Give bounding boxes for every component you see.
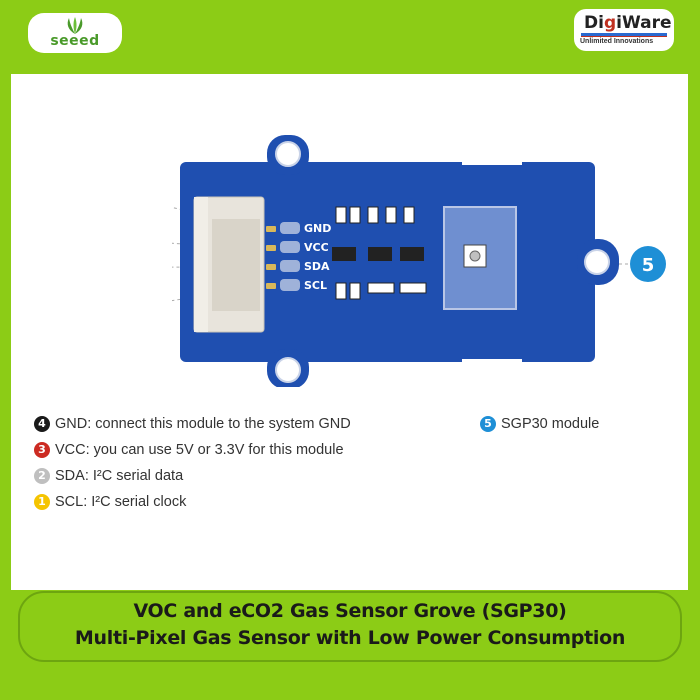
legend-item-gnd: 4 GND: connect this module to the system… bbox=[34, 416, 351, 432]
pin-label-sda: SDA bbox=[304, 260, 330, 273]
digiware-brand: DigiWare bbox=[584, 13, 672, 33]
banner-line-1: VOC and eCO2 Gas Sensor Grove (SGP30) bbox=[133, 600, 567, 622]
legend-item-sgp30: 5 SGP30 module bbox=[480, 416, 599, 432]
digiware-underline bbox=[581, 33, 667, 37]
banner-line-2: Multi-Pixel Gas Sensor with Low Power Co… bbox=[74, 627, 626, 649]
seeed-logo-text: seeed bbox=[50, 33, 100, 49]
grove-board-illustration: GND VCC SDA SCL 4 3 2 1 5 bbox=[172, 135, 666, 387]
legend-text-gnd: GND: connect this module to the system G… bbox=[55, 416, 351, 432]
legend-item-vcc: 3 VCC: you can use 5V or 3.3V for this m… bbox=[34, 442, 344, 458]
callout-5: 5 bbox=[642, 255, 655, 276]
digiware-logo: DigiWare Unlimited Innovations bbox=[574, 9, 674, 51]
legend-text-sda: SDA: I²C serial data bbox=[55, 468, 184, 484]
legend-text-sgp30: SGP30 module bbox=[501, 416, 600, 432]
chip-1 bbox=[332, 247, 356, 261]
legend-badge-2: 2 bbox=[34, 468, 50, 484]
seeed-leaf-icon bbox=[67, 17, 83, 34]
title-banner: VOC and eCO2 Gas Sensor Grove (SGP30) Mu… bbox=[18, 591, 682, 662]
legend-badge-4: 4 bbox=[34, 416, 50, 432]
chip-3 bbox=[400, 247, 424, 261]
digiware-tagline: Unlimited Innovations bbox=[580, 38, 654, 45]
legend-badge-1: 1 bbox=[34, 494, 50, 510]
chip-2 bbox=[368, 247, 392, 261]
legend-badge-5: 5 bbox=[480, 416, 496, 432]
legend-text-vcc: VCC: you can use 5V or 3.3V for this mod… bbox=[55, 442, 344, 458]
legend-badge-3: 3 bbox=[34, 442, 50, 458]
legend-item-scl: 1 SCL: I²C serial clock bbox=[34, 494, 186, 510]
legend-text-scl: SCL: I²C serial clock bbox=[55, 494, 187, 510]
callout-group: 4 3 2 1 5 bbox=[630, 246, 666, 282]
pin-label-vcc: VCC bbox=[304, 241, 329, 254]
legend-item-sda: 2 SDA: I²C serial data bbox=[34, 468, 183, 484]
pin-label-scl: SCL bbox=[304, 279, 327, 292]
pin-label-gnd: GND bbox=[304, 222, 331, 235]
seeed-logo: seeed bbox=[28, 13, 122, 53]
